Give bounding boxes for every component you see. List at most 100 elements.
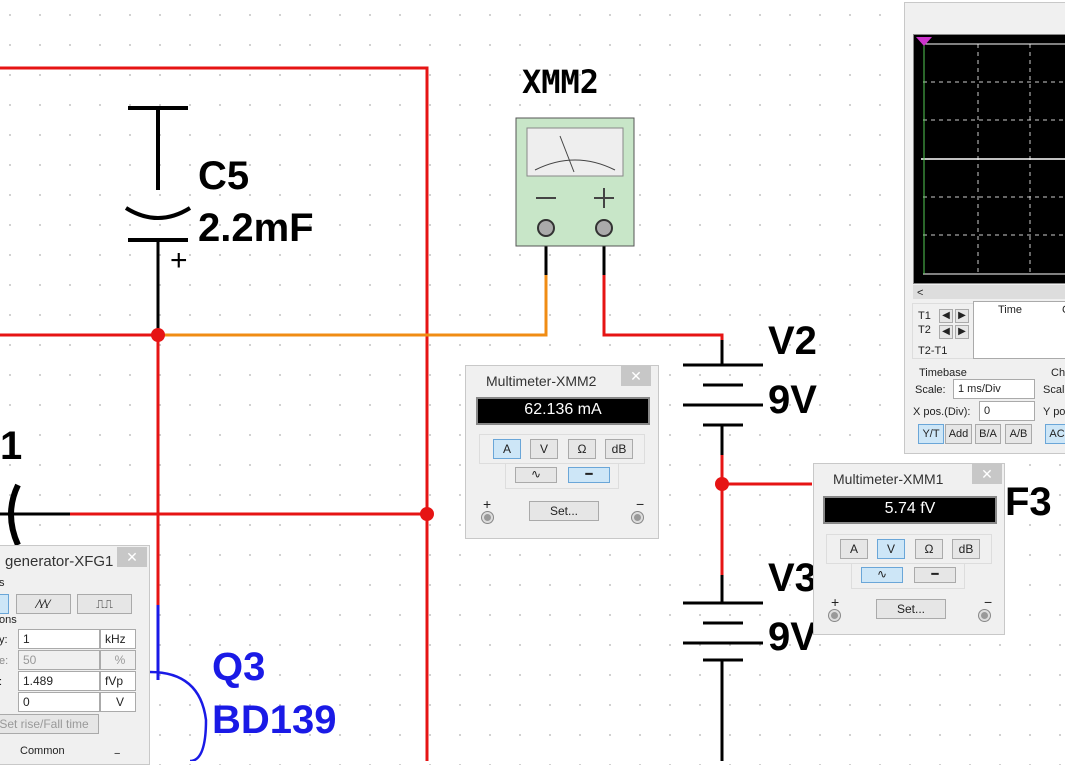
- minus-label: −: [636, 496, 645, 512]
- channel-scale-label: Scal: [1043, 384, 1065, 396]
- square-wave-icon: ⎍⎍: [96, 597, 113, 611]
- dc-line-icon: ━: [585, 467, 593, 481]
- v3-ref-label: V3: [768, 556, 817, 600]
- t2-right-button[interactable]: ▶: [955, 325, 969, 339]
- transistor-ref-label: Q3: [212, 645, 266, 689]
- horizontal-scrollbar[interactable]: <: [913, 285, 1065, 299]
- mode-group: A V Ω dB: [826, 534, 992, 564]
- minus-label: −: [114, 748, 121, 760]
- triangle-wave-button[interactable]: ⁄\⁄\⁄: [16, 594, 71, 614]
- plus-terminal[interactable]: [829, 610, 840, 621]
- mode-v-button[interactable]: V: [877, 539, 905, 559]
- junction-dot: [715, 477, 729, 491]
- scroll-left-icon[interactable]: <: [917, 287, 924, 299]
- mode-a-button[interactable]: A: [493, 439, 521, 459]
- mode-group: A V Ω dB: [479, 434, 645, 464]
- t1-left-button[interactable]: ◀: [939, 309, 953, 323]
- dc-button[interactable]: ━: [914, 567, 956, 583]
- duty-cycle-input: 50: [18, 650, 100, 670]
- multimeter-xmm2-symbol: [515, 117, 635, 247]
- t2-left-button[interactable]: ◀: [939, 325, 953, 339]
- battery-v3: [683, 601, 763, 662]
- function-generator-window: generator-XFG1 ✕ s ⁄\⁄\⁄ ⎍⎍ ons y: 1 kHz…: [0, 545, 150, 765]
- minus-label: −: [984, 594, 993, 610]
- mode-db-button[interactable]: dB: [952, 539, 980, 559]
- coupling-group: ∿ ━: [505, 463, 619, 489]
- common-label: Common: [20, 745, 65, 757]
- amplitude-input[interactable]: 1.489: [18, 671, 100, 691]
- minus-terminal[interactable]: [632, 512, 643, 523]
- t2-label: T2: [918, 324, 931, 336]
- multimeter-xmm1-window: Multimeter-XMM1 ✕ 5.74 fV A V Ω dB ∿ ━ +…: [813, 463, 1005, 635]
- coupling-group: ∿ ━: [851, 563, 965, 589]
- cursor-marker-icon: [916, 37, 932, 46]
- sine-wave-icon: ∿: [530, 467, 542, 481]
- capacitor-c5: [124, 106, 192, 242]
- close-button[interactable]: ✕: [117, 547, 147, 567]
- window-title: Multimeter-XMM1: [833, 471, 944, 487]
- mode-v-button[interactable]: V: [530, 439, 558, 459]
- channel-column-header: C: [1062, 304, 1065, 316]
- frequency-input[interactable]: 1: [18, 629, 100, 649]
- measurement-table: Time C: [973, 301, 1065, 359]
- xpos-input[interactable]: 0: [979, 401, 1035, 421]
- triangle-wave-icon: ⁄\⁄\⁄: [37, 597, 50, 611]
- offset-unit[interactable]: V: [100, 692, 136, 712]
- ac-button[interactable]: ∿: [515, 467, 557, 483]
- plus-label: +: [831, 594, 840, 610]
- set-rise-fall-button: Set rise/Fall time: [0, 714, 99, 734]
- plus-terminal[interactable]: [482, 512, 493, 523]
- plus-label: +: [483, 496, 492, 512]
- partial-ref-label: 1: [0, 424, 23, 468]
- timebase-label: Timebase: [919, 367, 967, 379]
- duty-cycle-unit: %: [100, 650, 136, 670]
- amplitude-label: :: [0, 676, 2, 688]
- ac-button[interactable]: ∿: [861, 567, 903, 583]
- v2-value-label: 9V: [768, 378, 817, 422]
- junction-dot: [151, 328, 165, 342]
- sine-wave-button[interactable]: [0, 594, 9, 614]
- meter-reading: 62.136 mA: [476, 397, 650, 425]
- minus-terminal[interactable]: [979, 610, 990, 621]
- cursor-group: T1 ◀ ▶ T2 ◀ ▶ T2-T1: [912, 303, 975, 359]
- duty-cycle-label: e:: [0, 655, 9, 667]
- transistor-q3-body: [149, 670, 208, 761]
- t1-right-button[interactable]: ▶: [955, 309, 969, 323]
- add-button[interactable]: Add: [945, 424, 972, 444]
- sine-wave-icon: ∿: [876, 567, 888, 581]
- meter-reading: 5.74 fV: [823, 496, 997, 524]
- b-a-button[interactable]: B/A: [975, 424, 1001, 444]
- meter-ref-label: XMM2: [522, 63, 600, 101]
- capacitor-value-label: 2.2mF: [198, 206, 314, 250]
- transistor-value-label: BD139: [212, 698, 337, 742]
- oscilloscope-window: < T1 ◀ ▶ T2 ◀ ▶ T2-T1 Time C Timebase Sc…: [904, 2, 1065, 454]
- mode-db-button[interactable]: dB: [605, 439, 633, 459]
- function-generator-symbol: [8, 483, 21, 547]
- frequency-label: y:: [0, 634, 8, 646]
- amplitude-unit[interactable]: fVp: [100, 671, 136, 691]
- offset-input[interactable]: 0: [18, 692, 100, 712]
- scale-label: Scale:: [915, 384, 946, 396]
- channel-group-label: Ch: [1051, 367, 1065, 379]
- timebase-scale-input[interactable]: 1 ms/Div: [953, 379, 1035, 399]
- waveforms-group-label: s: [0, 577, 5, 589]
- channel-ypos-label: Y po: [1043, 406, 1065, 418]
- set-button[interactable]: Set...: [529, 501, 599, 521]
- set-button[interactable]: Set...: [876, 599, 946, 619]
- mode-ohm-button[interactable]: Ω: [568, 439, 596, 459]
- a-b-button[interactable]: A/B: [1005, 424, 1032, 444]
- capacitor-ref-label: C5: [198, 154, 250, 198]
- square-wave-button[interactable]: ⎍⎍: [77, 594, 132, 614]
- mode-ohm-button[interactable]: Ω: [915, 539, 943, 559]
- close-button[interactable]: ✕: [972, 464, 1002, 484]
- frequency-unit[interactable]: kHz: [100, 629, 136, 649]
- dc-button[interactable]: ━: [568, 467, 610, 483]
- window-title: generator-XFG1: [5, 553, 114, 570]
- options-group-label: ons: [0, 614, 17, 626]
- mode-a-button[interactable]: A: [840, 539, 868, 559]
- t1-label: T1: [918, 310, 931, 322]
- close-button[interactable]: ✕: [621, 366, 651, 386]
- yt-button[interactable]: Y/T: [918, 424, 944, 444]
- ac-coupling-button[interactable]: AC: [1045, 424, 1065, 444]
- partial-ref-label-f3: F3: [1005, 480, 1052, 524]
